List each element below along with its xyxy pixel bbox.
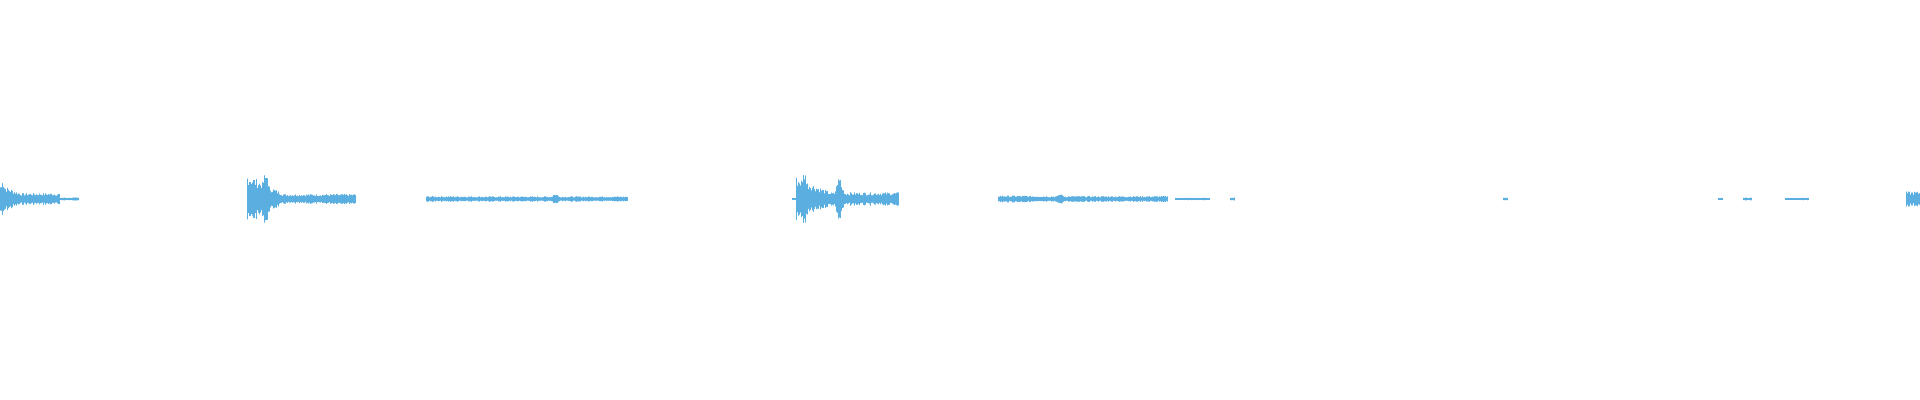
waveform-bars	[0, 175, 1920, 223]
